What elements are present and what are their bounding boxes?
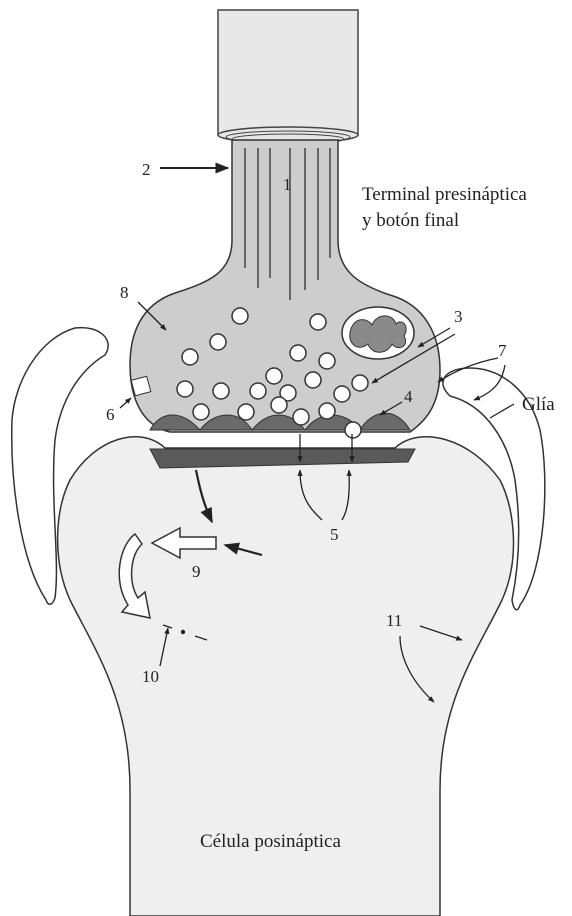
label-7: 7	[498, 341, 507, 360]
label-11: 11	[386, 611, 402, 630]
presynaptic-title-line1: Terminal presináptica	[362, 184, 527, 205]
label-4: 4	[404, 387, 413, 406]
label-3: 3	[454, 307, 463, 326]
presynaptic-title-line2: y botón final	[362, 210, 459, 231]
label-10: 10	[142, 667, 159, 686]
label-2: 2	[142, 160, 151, 179]
transporter-square	[131, 376, 151, 396]
label-1: 1	[283, 175, 292, 194]
axon	[218, 10, 358, 135]
postsynaptic-label: Célula posináptica	[200, 831, 341, 852]
glia-label: Glía	[522, 394, 555, 415]
label-9: 9	[192, 562, 201, 581]
label-8: 8	[120, 283, 129, 302]
label-5: 5	[330, 525, 339, 544]
label-6: 6	[106, 405, 115, 424]
